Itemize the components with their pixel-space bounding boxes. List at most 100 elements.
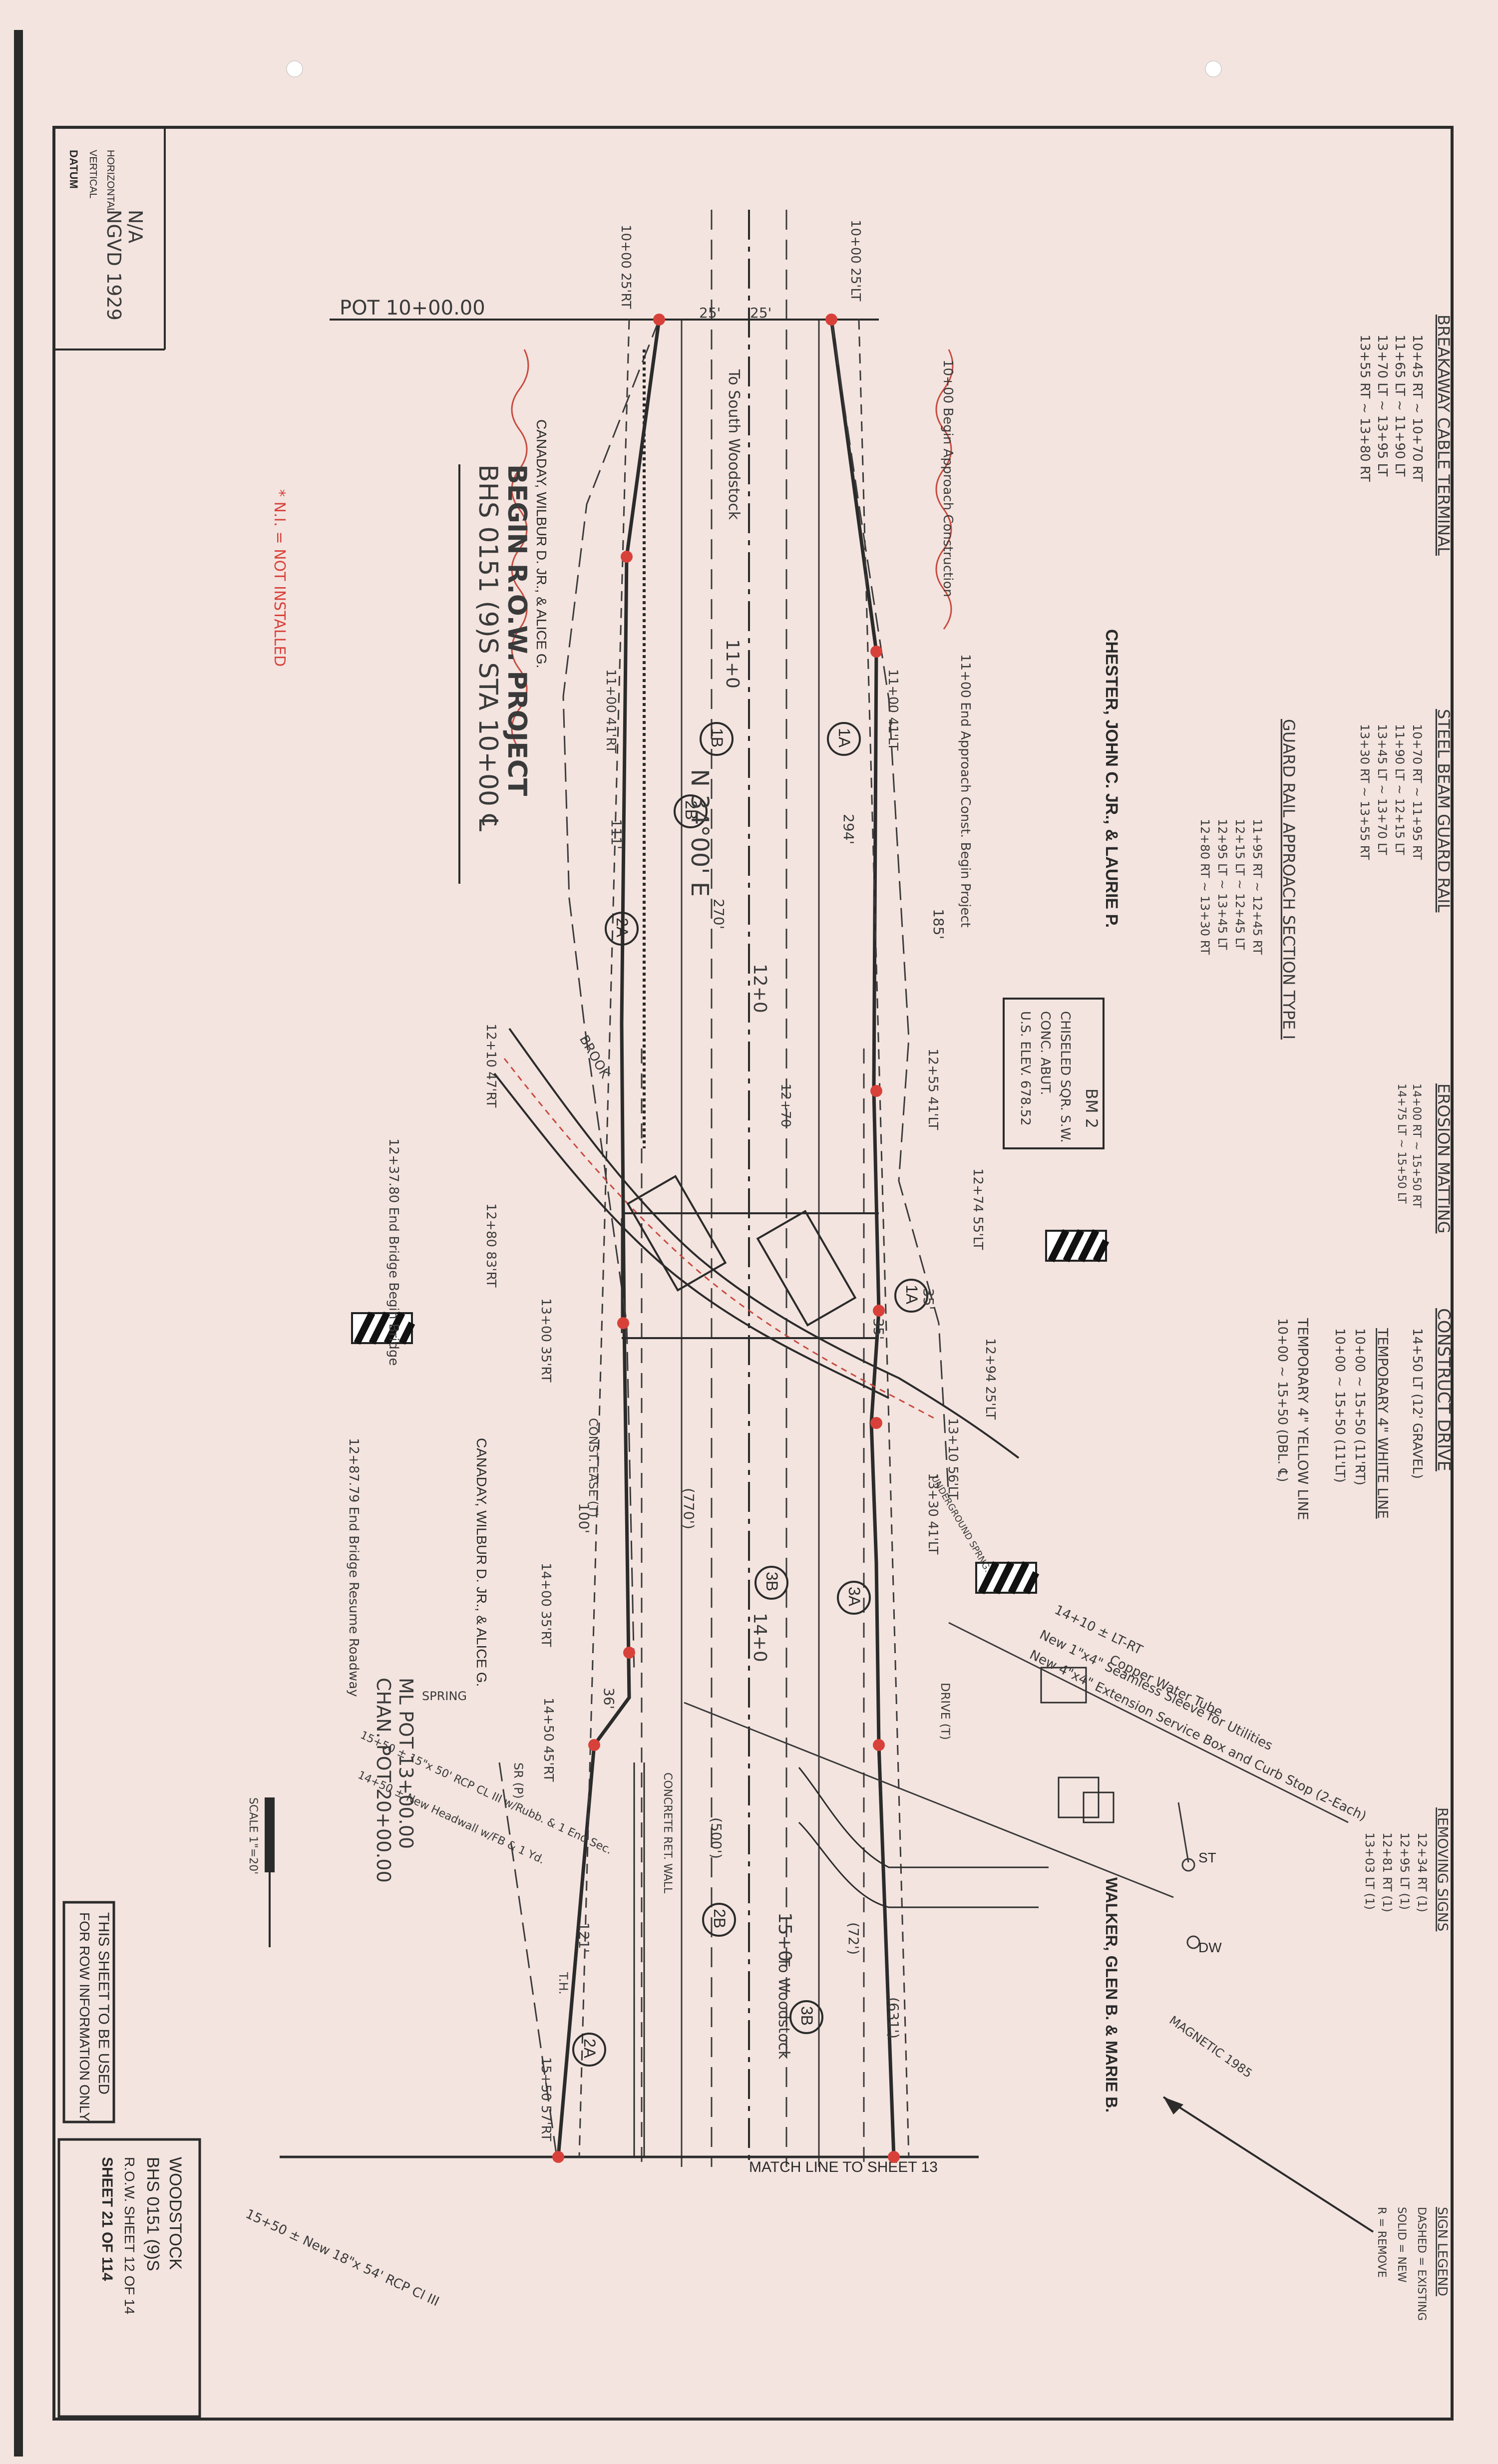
distance-label: (770'): [681, 1488, 697, 1529]
spring-label: SPRING: [422, 1689, 467, 1703]
row-marker: [552, 2151, 564, 2163]
construct-drive-title: CONSTRUCT DRIVE: [1434, 1308, 1454, 1471]
parcel-id: 3B: [763, 1572, 781, 1591]
construct-drive-line: 14+50 LT (12' GRAVEL): [1410, 1328, 1425, 1479]
distance-label: (500'): [708, 1817, 725, 1859]
station-label: 10+00 25'LT: [848, 220, 863, 301]
parcel-id: 1A: [835, 728, 853, 748]
const-easement-lines: [498, 319, 950, 2157]
st-marker: ST: [1198, 1850, 1216, 1865]
parcel-id: 3A: [845, 1587, 863, 1607]
legend-remove-signs: REMOVING SIGNS 12+34 RT (1) 12+95 LT (1)…: [1363, 1807, 1451, 1931]
rcp-note-1: 15+50 ± New 18"x 54' RCP Cl III: [243, 2206, 441, 2309]
sign-legend-line: R = REMOVE: [1375, 2207, 1388, 2278]
steel-beam-line: 13+30 RT ~ 13+55 RT: [1358, 724, 1372, 860]
owner-chester: CHESTER, JOHN C. JR., & LAURIE P.: [1102, 629, 1121, 928]
legend-temporary-white: TEMPORARY 4" WHITE LINE 10+00 ~ 15+50 (1…: [1332, 1328, 1391, 1519]
row-marker: [888, 2151, 900, 2163]
station-label: 12+55 41'LT: [925, 1049, 940, 1130]
sign-legend-line: DASHED = EXISTING: [1415, 2207, 1428, 2321]
row-marker: [873, 1739, 885, 1751]
remove-signs-line: 12+34 RT (1): [1415, 1832, 1429, 1912]
brook-label: BROOK: [576, 1033, 613, 1081]
utility-leaders: ST DW: [684, 1622, 1349, 1955]
owner-walker: WALKER, GLEN B. & MARIE B.: [1103, 1877, 1121, 2112]
distance-label: 25': [750, 305, 771, 321]
guard-rail-line: 11+95 RT ~ 12+45 RT: [1250, 819, 1264, 955]
parcel-id: 1A: [903, 1285, 921, 1305]
road-alignment: [641, 210, 865, 2167]
row-info-note: THIS SHEET TO BE USED FOR ROW INFORMATIO…: [62, 1901, 115, 2123]
owner-canaday-2: CANADAY, WILBUR D. JR., & ALICE G.: [474, 1438, 489, 1687]
row-marker: [617, 1317, 629, 1329]
row-note-line-2: FOR ROW INFORMATION ONLY: [77, 1912, 92, 2121]
row-lines: [556, 319, 896, 2157]
bm-line-1: CHISELED SQR. S.W.: [1058, 1011, 1073, 1143]
title-line-3: R.O.W. SHEET 12 OF 14: [122, 2157, 137, 2314]
station-label: 11+0: [722, 639, 743, 689]
ml-pot: ML POT 13+00.00: [395, 1678, 417, 1849]
sheet-border: [52, 126, 1454, 2421]
station-label: 13+30 41'LT: [925, 1473, 940, 1554]
row-marker: [825, 314, 837, 326]
parcel-id: 2B: [711, 1909, 729, 1928]
guard-rail-line: 12+15 LT ~ 12+45 LT: [1233, 819, 1247, 950]
distance-label: 35': [870, 1318, 887, 1340]
legend-sign: SIGN LEGEND DASHED = EXISTING SOLID = NE…: [1375, 2207, 1450, 2321]
breakaway-line: 10+45 RT ~ 10+70 RT: [1410, 335, 1425, 482]
parcel-id: 1B: [708, 728, 726, 747]
dw-marker: DW: [1198, 1940, 1222, 1955]
row-marker: [873, 1305, 885, 1317]
parcel-id: 2B: [682, 800, 700, 820]
chan-pot: CHAN. POT 20+00.00: [373, 1678, 394, 1883]
sign-markers: [351, 1229, 1110, 1595]
row-marker: [870, 1417, 882, 1429]
station-labels: 10+00 25'LT 10+00 25'RT 11+00 41'LT 11+0…: [483, 220, 998, 2141]
station-label: 13+10 56'LT: [945, 1418, 960, 1499]
erosion-title: EROSION MATTING: [1434, 1083, 1453, 1233]
datum-vertical-value: NGVD 1929: [103, 210, 125, 321]
station-label: 11+00 41'LT: [885, 669, 900, 750]
datum-horizontal-value: N/A: [124, 210, 146, 243]
bm-line-2: CONC. ABUT.: [1038, 1011, 1053, 1095]
breakaway-line: 13+55 RT ~ 13+80 RT: [1357, 335, 1372, 482]
drive-label: DRIVE (T): [938, 1683, 952, 1740]
temporary-white-line: 10+00 ~ 15+50 (11'LT): [1332, 1328, 1347, 1483]
end-bridge-note-2: 12+87.79 End Bridge Resume Roadway: [346, 1438, 361, 1697]
station-label: 15+50 57'RT: [538, 2057, 553, 2141]
remove-signs-line: 13+03 LT (1): [1363, 1832, 1377, 1910]
legend-steel-beam: STEEL BEAM GUARD RAIL 10+70 RT ~ 11+95 R…: [1358, 709, 1453, 913]
title-block: WOODSTOCK BHS 0151 (9)S R.O.W. SHEET 12 …: [57, 2138, 201, 2418]
end-approach-note: 11+00 End Approach Const. Begin Project: [958, 654, 973, 928]
distance-label: 121': [576, 1922, 592, 1953]
scale-bar: [265, 1797, 275, 1947]
distance-label: 270': [711, 899, 727, 929]
datum-label: DATUM: [67, 150, 80, 189]
bridge-deck: [621, 1212, 879, 1339]
parcel-id: 2A: [613, 918, 631, 938]
legend-temporary-yellow: TEMPORARY 4" YELLOW LINE 10+00 ~ 15+50 (…: [1275, 1318, 1311, 1520]
scale-label: SCALE 1"=20': [247, 1797, 259, 1874]
legend-guard-rail: GUARD RAIL APPROACH SECTION TYPE I 11+95…: [1198, 719, 1298, 1040]
temporary-white-line: 10+00 ~ 15+50 (11'RT): [1352, 1328, 1367, 1485]
row-marker: [588, 1739, 600, 1751]
guard-rail-title: GUARD RAIL APPROACH SECTION TYPE I: [1279, 719, 1298, 1040]
steel-beam-line: 11+90 LT ~ 12+15 LT: [1393, 724, 1407, 855]
title-line-1: WOODSTOCK: [166, 2157, 185, 2270]
drive: [798, 1667, 1115, 1908]
parcel-ids: 1A 1B 2B 2A 1A 3A 3B 2B 3B 2A: [572, 722, 928, 2067]
to-south-woodstock: To South Woodstock: [725, 369, 743, 520]
match-line-label: MATCH LINE TO SHEET 13: [749, 2159, 938, 2175]
sign-legend-line: SOLID = NEW: [1395, 2207, 1408, 2283]
copper-note-4: New 4"x4" Extension Service Box and Curb…: [1027, 1647, 1369, 1824]
distance-labels: 294' 270' 185' (770') (500') (72') (631'…: [576, 305, 947, 2039]
begin-row-label: BEGIN R.O.W. PROJECT: [502, 464, 532, 796]
station-label: 12+94 25'LT: [983, 1338, 998, 1419]
distance-label: 35': [920, 1288, 937, 1310]
legend-erosion: EROSION MATTING 14+00 RT ~ 15+50 RT 14+7…: [1395, 1083, 1453, 1233]
test-hole-label: T.H.: [556, 1972, 570, 1995]
row-note-line-1: THIS SHEET TO BE USED: [95, 1912, 112, 2095]
steel-beam-line: 13+45 LT ~ 13+70 LT: [1375, 724, 1389, 855]
station-label: 12+70: [778, 1083, 793, 1127]
